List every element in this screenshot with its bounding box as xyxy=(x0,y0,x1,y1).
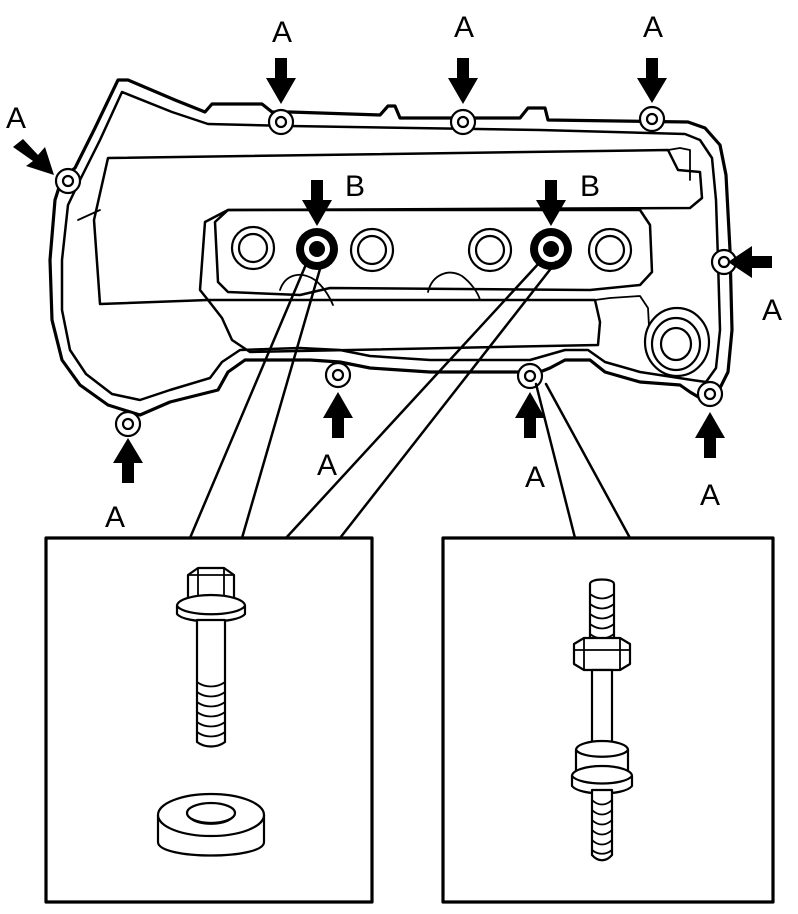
label-a: A xyxy=(454,11,474,44)
label-a: A xyxy=(700,479,720,512)
nut-a xyxy=(449,108,477,136)
detail-box-bolt xyxy=(44,536,374,904)
label-a: A xyxy=(272,16,292,49)
cover-inner-outline xyxy=(60,90,722,402)
nut-a xyxy=(54,167,82,195)
callout-lines xyxy=(188,260,632,540)
plug-holes xyxy=(230,225,633,273)
nut-a xyxy=(638,105,666,133)
plug-recess xyxy=(213,208,654,297)
arrow-up-icon xyxy=(323,392,353,438)
arrow-down-icon xyxy=(536,180,566,226)
cover-lower-deck xyxy=(206,298,602,354)
nut-a xyxy=(267,108,295,136)
label-a: A xyxy=(317,449,337,482)
label-a: A xyxy=(6,102,26,135)
callout-line-right xyxy=(534,382,632,540)
seal-washer-illustration xyxy=(156,792,266,857)
nut-a xyxy=(324,361,352,389)
arrow-diagonal-icon xyxy=(13,139,54,175)
arrow-down-icon xyxy=(266,58,296,104)
arrow-up-icon xyxy=(695,412,725,458)
bolt-b xyxy=(296,228,338,270)
arrows xyxy=(13,58,772,483)
labels: A A A A A A A A A B B xyxy=(6,11,782,534)
stud-illustration xyxy=(570,578,634,862)
nut-a xyxy=(516,362,544,390)
cover-top-deck xyxy=(92,148,704,306)
arrow-down-icon xyxy=(302,180,332,226)
arrow-up-icon xyxy=(515,392,545,438)
detail-box-stud xyxy=(441,536,775,904)
arrow-left-icon xyxy=(728,246,772,278)
cover-outer-outline xyxy=(48,78,734,417)
label-a: A xyxy=(105,501,125,534)
nut-a xyxy=(696,380,724,408)
fasteners xyxy=(54,105,738,438)
nut-a xyxy=(114,410,142,438)
label-a: A xyxy=(643,11,663,44)
callout-line-left xyxy=(188,260,558,540)
label-a: A xyxy=(525,461,545,494)
bolt-b xyxy=(530,228,572,270)
cylinder-head-cover xyxy=(48,78,734,417)
bolt-illustration xyxy=(175,566,247,748)
arrow-down-icon xyxy=(637,58,667,103)
label-b: B xyxy=(345,170,365,203)
arrow-up-icon xyxy=(113,438,143,483)
arrow-down-icon xyxy=(448,58,478,104)
oil-filler-cap xyxy=(643,306,711,378)
label-b: B xyxy=(580,170,600,203)
label-a: A xyxy=(762,294,782,327)
